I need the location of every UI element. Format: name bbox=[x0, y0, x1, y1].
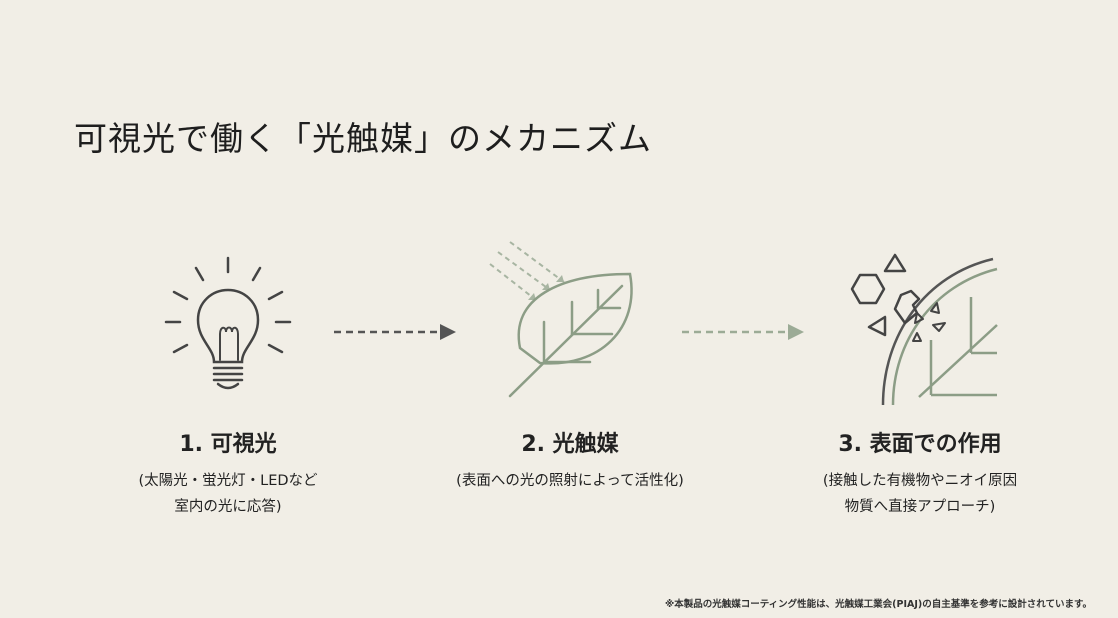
footnote: ※本製品の光触媒コーティング性能は、光触媒工業会(PIAJ)の自主基準を参考に設… bbox=[665, 599, 1092, 610]
step-surface-action: 3. 表面での作用 (接触した有機物やニオイ原因 物質へ直接アプローチ) bbox=[750, 426, 1090, 520]
leaf-surface-decomposing-molecules-icon bbox=[850, 253, 998, 405]
step-description: (表面への光の照射によって活性化) bbox=[456, 473, 684, 489]
step-description: (太陽光・蛍光灯・LEDなど bbox=[138, 473, 318, 489]
leaf-with-light-rays-icon bbox=[489, 241, 633, 398]
light-bulb-icon bbox=[164, 256, 292, 390]
arrow-right-icon bbox=[682, 324, 804, 340]
step-visible-light: 1. 可視光 (太陽光・蛍光灯・LEDなど 室内の光に応答) bbox=[58, 426, 398, 520]
step-label: 1. 可視光 bbox=[179, 432, 277, 457]
page-title: 可視光で働く「光触媒」のメカニズム bbox=[74, 119, 652, 158]
step-label: 2. 光触媒 bbox=[521, 432, 619, 457]
step-description: 室内の光に応答) bbox=[174, 499, 282, 515]
step-description: 物質へ直接アプローチ) bbox=[844, 499, 996, 515]
step-description: (接触した有機物やニオイ原因 bbox=[822, 473, 1018, 489]
arrow-right-icon bbox=[334, 324, 456, 340]
step-label: 3. 表面での作用 bbox=[838, 432, 1002, 457]
step-photocatalyst: 2. 光触媒 (表面への光の照射によって活性化) bbox=[400, 426, 740, 494]
